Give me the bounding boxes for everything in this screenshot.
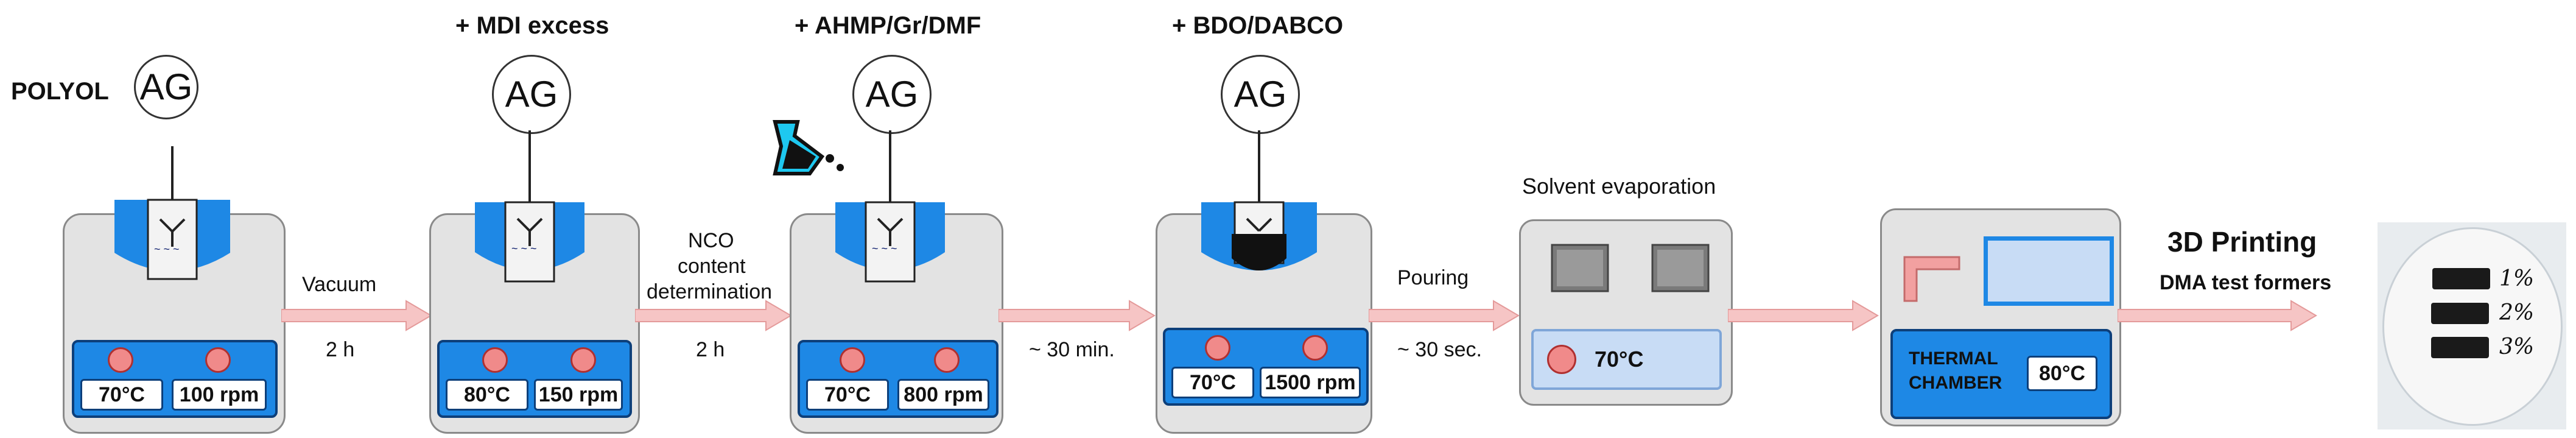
evaporation-temp: 70°C (1595, 347, 1644, 372)
transition4-bottom: ~ 30 sec. (1397, 338, 1482, 361)
mold-icon (1551, 244, 1609, 292)
transition1-arrow (281, 300, 432, 331)
svg-text:~ ~ ~: ~ ~ ~ (511, 242, 537, 255)
chamber-temp: 80°C (2027, 356, 2097, 391)
chamber-label-line1: THERMAL (1909, 348, 1998, 369)
stage3-label: + AHMP/Gr/DMF (795, 12, 981, 39)
transition2-arrow (635, 300, 792, 331)
stage4-controller: 70°C 1500 rpm (1163, 328, 1369, 406)
transition1-bottom: 2 h (326, 338, 355, 361)
stage1-stir-knob[interactable] (205, 347, 231, 373)
sample-label-1: 1% (2499, 266, 2535, 291)
stage2-temp: 80°C (446, 379, 528, 411)
stage1-temp: 70°C (80, 379, 163, 411)
sample-bar (2431, 303, 2489, 324)
stage4-agitator: AG (1221, 55, 1300, 134)
stage1-controller: 70°C 100 rpm (72, 340, 278, 418)
thermal-chamber-controller: THERMAL CHAMBER 80°C (1890, 329, 2112, 419)
stage4-vessel (1201, 130, 1317, 270)
stage3-agitator: AG (852, 55, 932, 134)
sample-bar (2431, 337, 2489, 358)
transition4-top: Pouring (1397, 266, 1469, 289)
sample-photo: 1% 2% 3% (2378, 222, 2566, 429)
mold-icon (1651, 244, 1710, 292)
stage1-speed: 100 rpm (172, 379, 267, 411)
transition3-arrow (998, 300, 1156, 331)
stage3-speed: 800 rpm (897, 379, 989, 411)
petri-dish (2382, 227, 2563, 426)
stage1-heat-knob[interactable] (108, 347, 133, 373)
printing-title: 3D Printing (2167, 226, 2317, 258)
stage4-stir-knob[interactable] (1302, 335, 1328, 361)
stage3-heat-knob[interactable] (840, 347, 865, 373)
stage1-agitator: AG (134, 55, 198, 119)
stage3-vessel: ~ ~ ~ (835, 130, 945, 283)
stage4-temp: 70°C (1171, 367, 1254, 398)
flask-icon (773, 120, 844, 175)
stage3-controller: 70°C 800 rpm (798, 340, 998, 418)
svg-text:~ ~ ~: ~ ~ ~ (872, 242, 897, 255)
stage1-vessel: ~ ~ ~ (114, 146, 230, 280)
stage1-label: POLYOL (11, 78, 109, 105)
sample-bar (2432, 268, 2490, 289)
transition2-bottom: 2 h (696, 338, 725, 361)
evaporation-title: Solvent evaporation (1522, 174, 1716, 199)
transition2-line2: content (678, 255, 746, 278)
evaporation-oven: 70°C (1531, 329, 1722, 390)
transition1-top: Vacuum (302, 273, 377, 296)
stage4-label: + BDO/DABCO (1172, 12, 1344, 39)
stage3-stir-knob[interactable] (934, 347, 960, 373)
transition2-line3: determination (647, 280, 773, 303)
transition4-arrow (1369, 300, 1520, 331)
printing-subtitle: DMA test formers (2160, 271, 2332, 294)
printer-nozzle-icon (1903, 256, 1960, 302)
stage2-label: + MDI excess (455, 12, 609, 39)
stage4-heat-knob[interactable] (1205, 335, 1230, 361)
stage2-controller: 80°C 150 rpm (437, 340, 632, 418)
transition5-arrow (1728, 300, 1879, 331)
svg-text:~ ~ ~: ~ ~ ~ (154, 243, 180, 255)
stage2-heat-knob[interactable] (482, 347, 508, 373)
sample-label-2: 2% (2499, 300, 2535, 325)
transition2-line1: NCO (688, 229, 734, 252)
stage4-speed: 1500 rpm (1260, 367, 1361, 398)
stage2-speed: 150 rpm (534, 379, 623, 411)
stage2-agitator: AG (492, 55, 571, 134)
stage2-stir-knob[interactable] (570, 347, 596, 373)
sample-label-3: 3% (2499, 334, 2535, 359)
evaporation-heat-knob[interactable] (1547, 345, 1576, 374)
transition6-arrow (2118, 300, 2317, 331)
chamber-window (1984, 236, 2114, 306)
stage2-vessel: ~ ~ ~ (475, 130, 584, 283)
chamber-label-line2: CHAMBER (1909, 373, 2002, 393)
transition3-bottom: ~ 30 min. (1029, 338, 1115, 361)
stage3-temp: 70°C (806, 379, 889, 411)
